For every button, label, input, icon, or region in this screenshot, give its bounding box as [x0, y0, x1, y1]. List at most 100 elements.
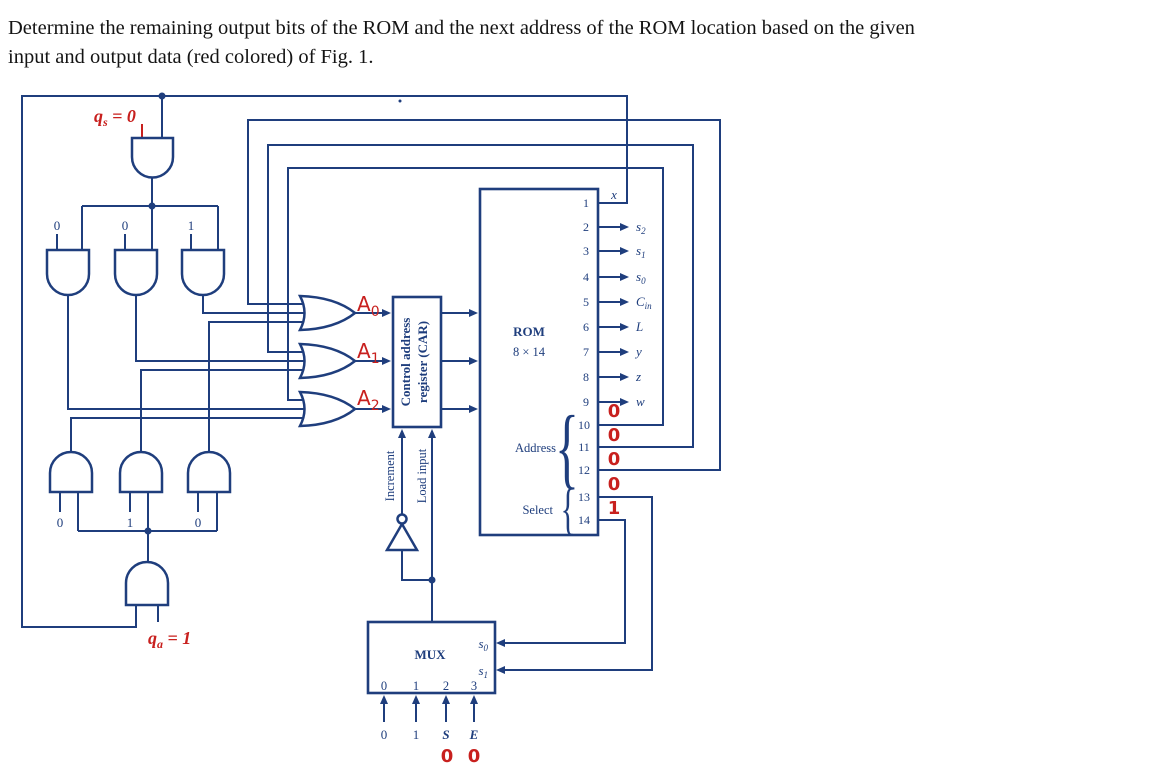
- mux-given-value-e: 0: [468, 746, 481, 767]
- and-gate-lower-2: [118, 450, 164, 494]
- problem-statement-line1: Determine the remaining output bits of t…: [8, 17, 915, 39]
- mux-input-label-s: S: [442, 727, 449, 742]
- arrow-mux-in0: [380, 695, 388, 704]
- arrow-load: [428, 429, 436, 438]
- arrow-mux-in1: [412, 695, 420, 704]
- rom-output-label-w: w: [636, 394, 645, 409]
- rom-output-label-y: y: [634, 344, 642, 359]
- junction-qs-fan: [148, 202, 156, 210]
- arrowheads: [380, 223, 629, 704]
- rom-output-label-z: z: [635, 369, 641, 384]
- and-gate-lower-1: [48, 450, 94, 494]
- rom-pin-10: 10: [578, 418, 590, 432]
- mux-input-label-0: 0: [381, 727, 388, 742]
- rom-pin-11: 11: [578, 440, 590, 454]
- rom-pin-4: 4: [583, 270, 589, 284]
- rom-pin-8: 8: [583, 370, 589, 384]
- arrow-pin3: [620, 247, 629, 255]
- given-value-pin12: 0: [608, 449, 621, 470]
- given-value-pin10: 0: [608, 401, 621, 422]
- rom-address-label: Address: [515, 441, 556, 455]
- arrow-car-rom-0: [469, 309, 478, 317]
- wire-inv-branch: [401, 550, 432, 581]
- and-gate-qa: [124, 560, 170, 607]
- given-value-pin13: 0: [608, 474, 621, 495]
- rom-pin-12: 12: [578, 463, 590, 477]
- given-value-pin14: 1: [608, 498, 621, 519]
- and-gate-upper-1: [45, 248, 91, 297]
- rom-pin-7: 7: [583, 345, 589, 359]
- arrow-car-rom-2: [469, 405, 478, 413]
- upper-input-label-2: 1: [188, 218, 195, 233]
- mux-input-label-e: E: [469, 727, 479, 742]
- or-output-label-a2: A2: [357, 386, 380, 414]
- car-label-line1: Control address: [398, 318, 413, 407]
- car-block: [391, 295, 443, 429]
- arrow-a0-car: [382, 309, 391, 317]
- arrow-car-rom-1: [469, 357, 478, 365]
- rom-output-label-l: L: [635, 319, 643, 334]
- rom-name: ROM: [513, 324, 545, 339]
- or-output-label-a1: A1: [357, 339, 380, 367]
- lower-input-label-0: 0: [57, 515, 64, 530]
- arrow-a2-car: [382, 405, 391, 413]
- rom-pin-2: 2: [583, 220, 589, 234]
- arrow-pin9: [620, 398, 629, 406]
- speck: [398, 99, 402, 103]
- wire-g4-a2: [70, 417, 307, 452]
- select-brace: {: [561, 478, 576, 540]
- mux-port-3: 3: [471, 679, 477, 693]
- mux-port-1: 1: [413, 679, 419, 693]
- arrow-increment: [398, 429, 406, 438]
- wire-g2-a1: [135, 295, 307, 362]
- rom-output-label-x: x: [610, 187, 617, 202]
- wire-x-feedback: [21, 95, 628, 628]
- rom-output-label-s1: s1: [636, 243, 646, 260]
- mux-input-label-1: 1: [413, 727, 420, 742]
- and-gate-upper-3: [180, 248, 226, 297]
- mux-select-s0: s0: [478, 636, 488, 653]
- mux-name: MUX: [414, 647, 446, 662]
- mux-port-0: 0: [381, 679, 387, 693]
- feedback-wires: [21, 95, 721, 671]
- address-brace: {: [555, 397, 579, 497]
- rom-pin-1: 1: [583, 196, 589, 210]
- problem-statement: Determine the remaining output bits of t…: [8, 14, 1150, 72]
- load-input-label: Load input: [415, 448, 429, 503]
- junction-x-qs: [158, 92, 166, 100]
- increment-label: Increment: [383, 450, 397, 501]
- junction-mux-out: [428, 576, 436, 584]
- or-gate-a1: [297, 342, 358, 380]
- wire-g6-a0: [208, 321, 307, 452]
- and-gate-upper-2: [113, 248, 159, 297]
- or-output-label-a0: A0: [357, 292, 380, 320]
- rom-output-label-s0: s0: [636, 269, 646, 286]
- rom-size: 8 × 14: [513, 345, 546, 359]
- rom-block: [478, 187, 600, 537]
- wire-g1-a2: [67, 295, 307, 410]
- wire-pin13-s1: [505, 496, 653, 671]
- rom-pin-9: 9: [583, 395, 589, 409]
- lower-input-label-1: 1: [127, 515, 134, 530]
- rom-pin-14: 14: [578, 513, 590, 527]
- arrow-pin4: [620, 273, 629, 281]
- gates: [45, 136, 420, 607]
- arrow-pin5: [620, 298, 629, 306]
- rom-pin-13: 13: [578, 490, 590, 504]
- car-label-line2: register (CAR): [415, 321, 430, 403]
- and-gate-qs: [130, 136, 175, 179]
- arrow-s0: [496, 639, 505, 647]
- arrow-pin8: [620, 373, 629, 381]
- arrow-pin2: [620, 223, 629, 231]
- qa-label: qa = 1: [148, 628, 191, 651]
- mux-block: [366, 620, 497, 695]
- upper-input-label-0: 0: [54, 218, 61, 233]
- labels: qs = 0 qa = 1 0 0 1 0 1 0 A0 A1 A2 Contr…: [54, 106, 652, 767]
- blocks: [366, 187, 600, 695]
- arrow-pin7: [620, 348, 629, 356]
- rom-output-label-s2: s2: [636, 219, 646, 236]
- and-gate-lower-3: [186, 450, 232, 494]
- qs-label: qs = 0: [94, 106, 136, 129]
